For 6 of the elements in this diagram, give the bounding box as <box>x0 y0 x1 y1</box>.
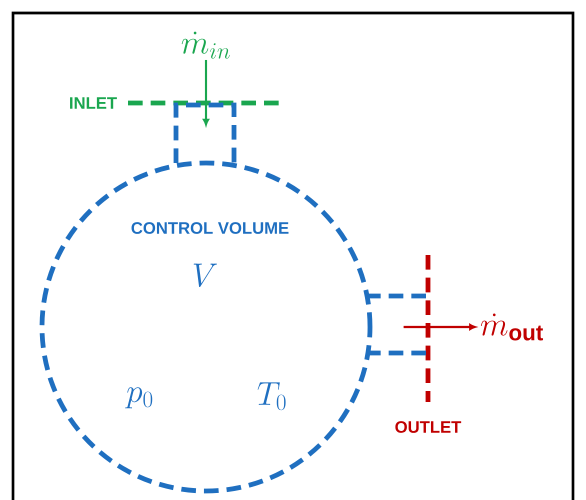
arrow <box>202 60 210 126</box>
mass-flow-symbol: $\dot{m}_{in}$ <box>182 32 230 59</box>
arrow <box>404 324 476 330</box>
mass-flow-symbol: $\dot{m}_{\mathbf{out}}$ <box>480 313 544 340</box>
outlet-label: OUTLET <box>395 421 462 433</box>
inlet-label: INLET <box>70 97 117 109</box>
